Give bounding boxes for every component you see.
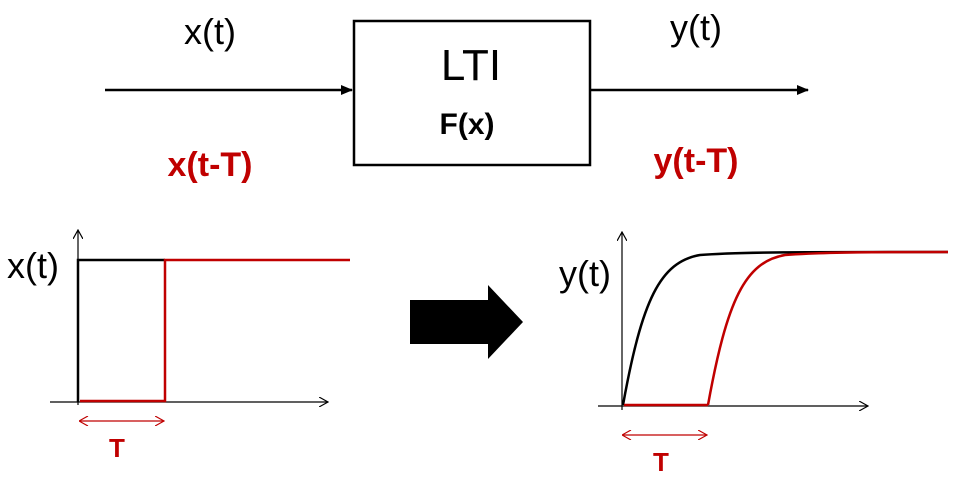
delayed-response-curve xyxy=(706,250,949,406)
right-arrow-icon xyxy=(410,285,523,359)
step-input-curve xyxy=(76,258,165,402)
right-delay-label: T xyxy=(653,447,669,477)
lti-box-function: F(x) xyxy=(440,108,495,141)
right-plot: y(t) T xyxy=(559,232,949,477)
left-y-axis-label: x(t) xyxy=(7,245,59,286)
step-response-curve xyxy=(621,250,949,406)
lti-box-title: LTI xyxy=(441,41,501,90)
input-label: x(t) xyxy=(184,11,236,52)
delayed-step-input-curve xyxy=(80,258,350,403)
lti-system-box xyxy=(352,19,592,167)
right-y-axis-label: y(t) xyxy=(559,253,611,294)
shifted-input-label: x(t-T) xyxy=(168,146,253,184)
left-delay-label: T xyxy=(109,433,125,463)
shifted-output-label: y(t-T) xyxy=(654,142,739,180)
left-plot: x(t) T xyxy=(7,230,350,463)
output-label: y(t) xyxy=(670,7,722,48)
block-diagram: x(t) y(t) LTI F(x) x(t-T) y(t-T) xyxy=(105,7,809,184)
